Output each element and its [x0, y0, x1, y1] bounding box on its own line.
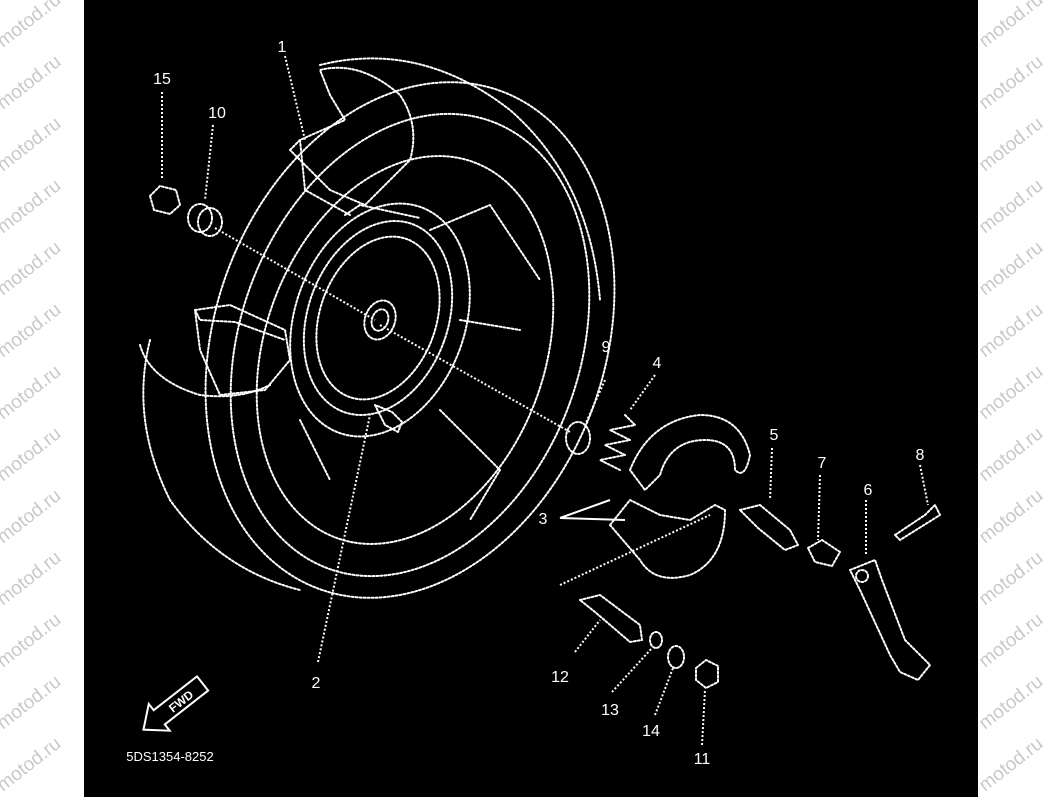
- callout-11: 11: [694, 751, 711, 768]
- watermark-text: motod.ru: [978, 547, 1048, 610]
- watermark-text: motod.ru: [0, 485, 66, 548]
- cam-lever: [849, 559, 931, 681]
- tire-cutaway-lower: [194, 304, 291, 396]
- anchor-pin: [579, 594, 643, 643]
- diagram-panel: 1 2 3 4 5 6 7 8 9 10 11 12 13 14 15 FWD …: [84, 0, 978, 797]
- watermark-text: motod.ru: [978, 733, 1048, 796]
- watermark-text: motod.ru: [978, 671, 1048, 734]
- tire-cutaway-upper: [289, 66, 415, 216]
- watermark-text: motod.ru: [978, 299, 1048, 362]
- bolt-8: [894, 504, 941, 541]
- callout-9: 9: [602, 339, 611, 356]
- watermark-text: motod.ru: [0, 671, 66, 734]
- watermark-text: motod.ru: [978, 0, 1048, 52]
- watermark-text: motod.ru: [0, 0, 66, 52]
- tire: [139, 57, 616, 599]
- callout-4: 4: [653, 355, 662, 372]
- watermark-text: motod.ru: [978, 237, 1048, 300]
- collar-10: [187, 203, 223, 237]
- callout-3: 3: [539, 511, 548, 528]
- leader-lines: [161, 55, 929, 746]
- wheel-rim: [289, 202, 541, 521]
- watermark-text: motod.ru: [0, 175, 66, 238]
- watermark-text: motod.ru: [0, 361, 66, 424]
- callout-6: 6: [864, 482, 873, 499]
- nut-15: [149, 185, 181, 215]
- watermark-text: motod.ru: [0, 547, 66, 610]
- watermark-text: motod.ru: [0, 51, 66, 114]
- valve-stem: [374, 404, 403, 433]
- callout-15: 15: [153, 71, 171, 88]
- callout-14: 14: [642, 723, 660, 740]
- watermark-text: motod.ru: [0, 113, 66, 176]
- watermark-text: motod.ru: [0, 299, 66, 362]
- circlip-13: [649, 631, 663, 649]
- callout-10: 10: [208, 105, 226, 122]
- watermark-text: motod.ru: [0, 733, 66, 796]
- nut-11: [695, 659, 719, 689]
- forward-arrow-icon: FWD: [142, 674, 210, 732]
- callout-1: 1: [278, 39, 287, 56]
- cam-shaft: [739, 504, 799, 551]
- callout-3-leaders: [559, 499, 626, 521]
- callout-5: 5: [770, 427, 779, 444]
- callout-8: 8: [916, 447, 925, 464]
- watermark-text: motod.ru: [0, 423, 66, 486]
- brake-shoe-lower: [609, 499, 726, 579]
- brake-shoe-upper: [629, 414, 751, 491]
- callout-12: 12: [551, 669, 569, 686]
- watermark-text: motod.ru: [0, 237, 66, 300]
- watermark-text: motod.ru: [978, 485, 1048, 548]
- spring: [599, 414, 636, 471]
- washer-9: [565, 421, 591, 455]
- washer-14: [667, 645, 685, 669]
- watermark-text: motod.ru: [978, 113, 1048, 176]
- wear-indicator: [807, 539, 841, 567]
- callout-13: 13: [601, 702, 619, 719]
- watermark-text: motod.ru: [978, 609, 1048, 672]
- watermark-text: motod.ru: [978, 423, 1048, 486]
- watermark-text: motod.ru: [0, 609, 66, 672]
- callout-7: 7: [818, 455, 827, 472]
- part-code: 5DS1354-8252: [126, 749, 213, 764]
- callout-2: 2: [312, 675, 321, 692]
- watermark-text: motod.ru: [978, 51, 1048, 114]
- exploded-parts-diagram: 1 2 3 4 5 6 7 8 9 10 11 12 13 14 15 FWD …: [126, 39, 941, 768]
- watermark-text: motod.ru: [978, 175, 1048, 238]
- watermark-text: motod.ru: [978, 361, 1048, 424]
